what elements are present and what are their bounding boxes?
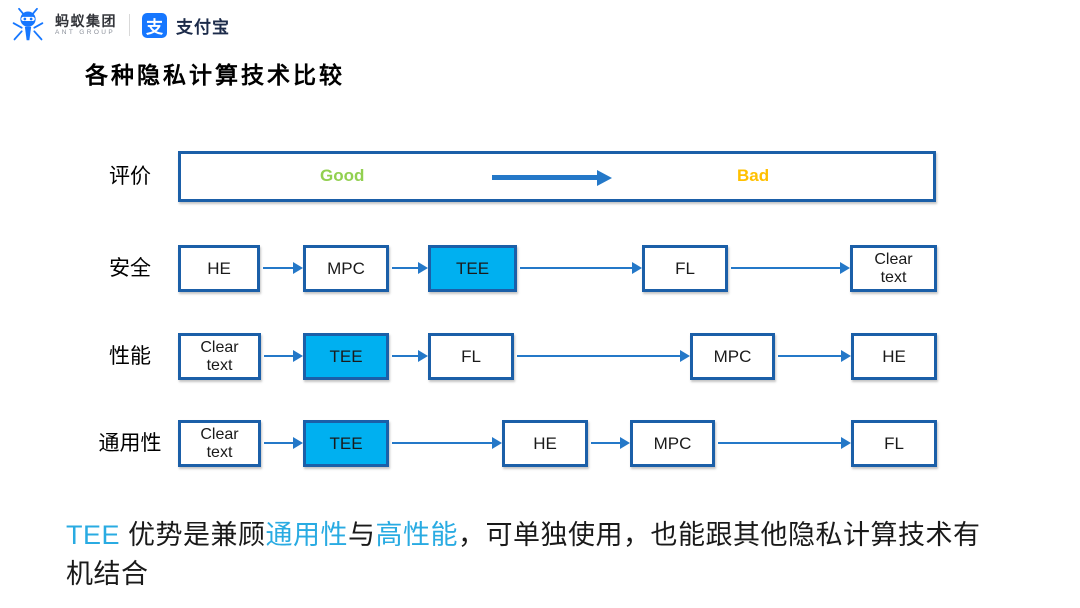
tech-box-he-security: HE [178, 245, 260, 292]
flow-arrow [718, 437, 851, 449]
arrowhead-icon [293, 350, 303, 362]
logo-divider [129, 14, 130, 36]
tech-box-mpc-generality: MPC [630, 420, 715, 467]
tech-box-he-generality: HE [502, 420, 588, 467]
tech-box-tee-generality: TEE [303, 420, 389, 467]
good-label: Good [320, 166, 365, 185]
tech-box-fl-generality: FL [851, 420, 937, 467]
flow-arrow [520, 262, 642, 274]
good-to-bad-arrow [492, 169, 612, 186]
tech-box-clear-text-generality: Clear text [178, 420, 261, 467]
tech-box-he-performance: HE [851, 333, 937, 380]
tech-box-clear-text-security: Clear text [850, 245, 937, 292]
arrowhead-icon [620, 437, 630, 449]
ant-group-icon [12, 7, 44, 41]
ant-group-subtitle: ANT GROUP [55, 28, 116, 36]
arrowhead-icon [418, 262, 428, 274]
tech-box-fl-security: FL [642, 245, 728, 292]
evaluation-scale-box: Good Bad [178, 151, 936, 202]
flow-arrow [517, 350, 690, 362]
row-label-performance: 性能 [109, 344, 151, 368]
flow-arrow [263, 262, 303, 274]
footnote-accent-text: 高性能 [375, 520, 459, 550]
tech-box-tee-performance: TEE [303, 333, 389, 380]
ant-group-name: 蚂蚁集团 [55, 12, 117, 29]
arrowhead-icon [841, 350, 851, 362]
arrowhead-icon [680, 350, 690, 362]
flow-arrow [591, 437, 630, 449]
tech-box-clear-text-performance: Clear text [178, 333, 261, 380]
row-label-generality: 通用性 [98, 431, 162, 455]
arrowhead-icon [632, 262, 642, 274]
footnote-plain-text: 与 [348, 520, 376, 550]
ant-group-wordmark: 蚂蚁集团 ANT GROUP [55, 14, 117, 37]
tech-box-tee-security: TEE [428, 245, 517, 292]
tech-box-fl-performance: FL [428, 333, 514, 380]
flow-arrow [392, 262, 428, 274]
arrowhead-icon [841, 437, 851, 449]
footnote-accent-text: 通用性 [265, 520, 349, 550]
footnote-plain-text: 优势是兼顾 [128, 520, 266, 550]
arrowhead-icon [840, 262, 850, 274]
flow-arrow [264, 350, 303, 362]
arrowhead-icon [293, 262, 303, 274]
row-label-security: 安全 [109, 256, 151, 280]
footnote-accent-text: TEE [66, 520, 129, 550]
logo-bar: 蚂蚁集团 ANT GROUP 支 支付宝 [10, 7, 230, 43]
arrowhead-icon [492, 437, 502, 449]
arrowhead-icon [293, 437, 303, 449]
flow-arrow [392, 350, 428, 362]
tech-box-mpc-security: MPC [303, 245, 389, 292]
flow-arrow [778, 350, 851, 362]
flow-arrow [392, 437, 502, 449]
flow-arrow [731, 262, 850, 274]
alipay-icon: 支 [142, 12, 167, 38]
page-title: 各种隐私计算技术比较 [85, 63, 345, 88]
tech-box-mpc-performance: MPC [690, 333, 775, 380]
arrowhead-icon [597, 169, 612, 186]
alipay-wordmark: 支付宝 [176, 17, 230, 37]
footnote-text: TEE 优势是兼顾通用性与高性能，可单独使用，也能跟其他隐私计算技术有机结合 [66, 516, 996, 594]
footnote-plain-text: ，可单独使用，也能跟其他隐私计算技术有机结合 [66, 520, 981, 589]
flow-arrow [264, 437, 303, 449]
row-label-evaluation: 评价 [109, 164, 151, 188]
arrowhead-icon [418, 350, 428, 362]
bad-label: Bad [737, 166, 770, 185]
